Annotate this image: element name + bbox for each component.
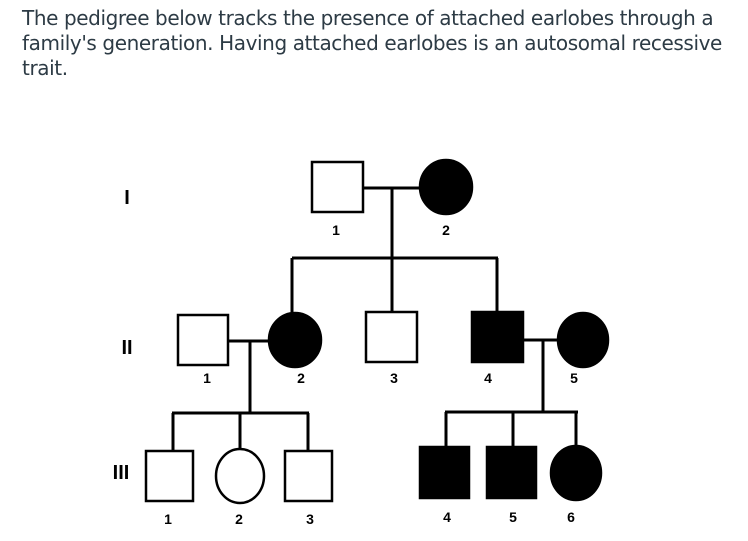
pedigree-lines [171,186,578,450]
label-III-4: 4 [443,509,451,525]
generation-label-III: III [113,462,130,484]
label-III-5: 5 [509,509,517,525]
individual-III-1 [144,449,195,503]
label-II-5: 5 [570,370,578,386]
label-II-4: 4 [484,370,492,386]
label-III-2: 2 [235,511,243,527]
question-text: The pedigree below tracks the presence o… [22,6,722,80]
individual-II-2 [267,311,323,369]
generation-label-I: I [124,187,130,209]
label-II-1: 1 [203,370,211,386]
label-III-1: 1 [164,511,172,527]
individual-III-4 [418,445,471,500]
individual-III-2 [214,447,266,505]
individual-II-1 [176,313,230,367]
label-II-3: 3 [390,370,398,386]
label-III-6: 6 [567,509,575,525]
individual-II-5 [556,311,610,369]
individual-II-3 [364,310,419,364]
individual-II-4 [470,310,525,364]
individual-III-3 [283,449,334,503]
individual-III-6 [549,444,603,502]
individual-I-2 [418,158,474,216]
individual-I-1 [310,160,365,214]
label-II-2: 2 [297,370,305,386]
label-I-1: 1 [332,222,340,238]
label-III-3: 3 [306,511,314,527]
label-I-2: 2 [442,222,450,238]
generation-label-II: II [121,337,132,359]
individual-III-5 [485,445,538,500]
